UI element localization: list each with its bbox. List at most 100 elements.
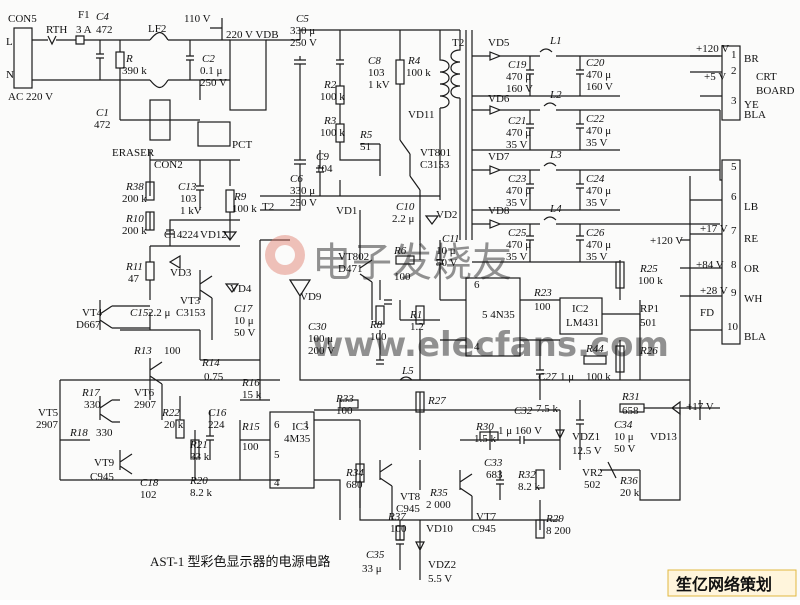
watermark-url: www.elecfans.com (312, 325, 669, 365)
label-vt8: VT8 (400, 491, 421, 503)
label-eraser: ERASER (112, 147, 155, 159)
label-c35: C35 (366, 549, 385, 561)
label-r3v: 100 k (320, 127, 345, 139)
label-r3: R3 (323, 115, 337, 127)
label-r6: R6 (393, 245, 407, 257)
label-pin6: 6 (731, 191, 737, 203)
label-f1: F1 (78, 9, 90, 21)
label-ic4: 5 4N35 (482, 309, 515, 321)
label-r18: R18 (69, 427, 88, 439)
label-ic2m: LM431 (566, 317, 599, 329)
label-r34: R34 (345, 467, 364, 479)
label-v110: 110 V (184, 13, 211, 25)
label-pin7: 7 (731, 225, 737, 237)
label-vd6: VD6 (488, 93, 510, 105)
label-p120b: +120 V (650, 235, 683, 247)
label-r17v: 330 (84, 399, 101, 411)
label-vd11: VD11 (408, 109, 434, 121)
label-r11: R11 (125, 261, 143, 273)
label-vdz1v: 12.5 V (572, 445, 602, 457)
label-v220vdb: 220 V VDB (226, 29, 279, 41)
label-vt3m: C3153 (176, 307, 206, 319)
label-r13: R13 (133, 345, 152, 357)
label-r15v: 100 (242, 441, 259, 453)
label-r29v: 8 200 (546, 525, 571, 537)
label-l2: L2 (549, 89, 562, 101)
label-L: L (6, 36, 13, 48)
label-c4: C4 (96, 11, 109, 23)
label-r20: R20 (189, 475, 208, 487)
label-r4v: 100 k (406, 67, 431, 79)
label-r9: R9 (233, 191, 247, 203)
label-r: R (125, 53, 133, 65)
label-vd1: VD1 (336, 205, 357, 217)
label-r9v: 100 k (232, 203, 257, 215)
label-vd3: VD3 (170, 267, 192, 279)
label-c23v2: 35 V (506, 197, 528, 209)
label-r37: R37 (387, 511, 406, 523)
label-c24: C24 (586, 173, 605, 185)
label-c34: C34 (614, 419, 633, 431)
label-c13: C13 (178, 181, 197, 193)
label-c19v1: 470 μ (506, 71, 531, 83)
label-c19: C19 (508, 59, 527, 71)
label-vd12: VD12 (200, 229, 227, 241)
label-r16: R16 (241, 377, 260, 389)
label-c34v2: 50 V (614, 443, 636, 455)
label-con2: CON2 (154, 159, 183, 171)
label-c2: C2 (202, 53, 215, 65)
label-vt7: VT7 (476, 511, 497, 523)
label-c9v: 104 (316, 163, 333, 175)
label-pin10: 10 (727, 321, 739, 333)
label-c17: C17 (234, 303, 253, 315)
label-rth: RTH (46, 24, 67, 36)
watermark-logo-ring-icon (275, 245, 295, 265)
label-r36v: 20 k (620, 487, 640, 499)
label-r14: R14 (201, 357, 220, 369)
wires (13, 18, 741, 580)
label-r5v: 51 (360, 141, 371, 153)
label-ye: YE (744, 99, 759, 111)
label-c14v: 224 (182, 229, 199, 241)
label-r26: R26 (639, 345, 658, 357)
label-c18: C18 (140, 477, 159, 489)
label-rp1: RP1 (640, 303, 659, 315)
label-r32: R32 (517, 469, 536, 481)
label-r38: R38 (125, 181, 144, 193)
label-ic4p4: 4 (474, 341, 480, 353)
label-r44: R44 (585, 343, 604, 355)
label-r30v: 1.5 k (474, 433, 497, 445)
label-ic4p6: 6 (474, 279, 480, 291)
label-r10: R10 (125, 213, 144, 225)
watermark: 电子发烧友 www.elecfans.com (265, 235, 669, 365)
label-r1: R1 (409, 309, 422, 321)
label-r38v: 200 k (122, 193, 147, 205)
label-r4: R4 (407, 55, 421, 67)
label-c16: C16 (208, 407, 227, 419)
label-vt6: VT6 (134, 387, 155, 399)
label-c34v1: 10 μ (614, 431, 634, 443)
label-r23v: 100 (534, 301, 551, 313)
label-vd8: VD8 (488, 205, 510, 217)
label-r7: 7.5 k (536, 403, 559, 415)
label-c32v: 1 μ 160 V (498, 425, 542, 437)
label-r21v: 33 k (190, 451, 210, 463)
label-f1v: 3 A (76, 24, 92, 36)
label-c17v1: 10 μ (234, 315, 254, 327)
label-c1v: 472 (94, 119, 111, 131)
label-c30v1: 100 μ (308, 333, 333, 345)
label-pin1: 1 (731, 49, 737, 61)
label-pin2: 2 (731, 65, 737, 77)
watermark-brand: 电子发烧友 (312, 240, 512, 286)
label-l3: L3 (549, 149, 562, 161)
label-rp1v: 501 (640, 317, 657, 329)
label-rv: 390 k (122, 65, 147, 77)
label-ic3p1: 1 (304, 419, 310, 431)
label-vt5m: 2907 (36, 419, 59, 431)
label-c25v2: 35 V (506, 251, 528, 263)
label-c13v1: 103 (180, 193, 197, 205)
label-l5: L5 (401, 365, 414, 377)
label-vt9: VT9 (94, 457, 115, 469)
label-c21v1: 470 μ (506, 127, 531, 139)
label-r34v: 680 (346, 479, 363, 491)
